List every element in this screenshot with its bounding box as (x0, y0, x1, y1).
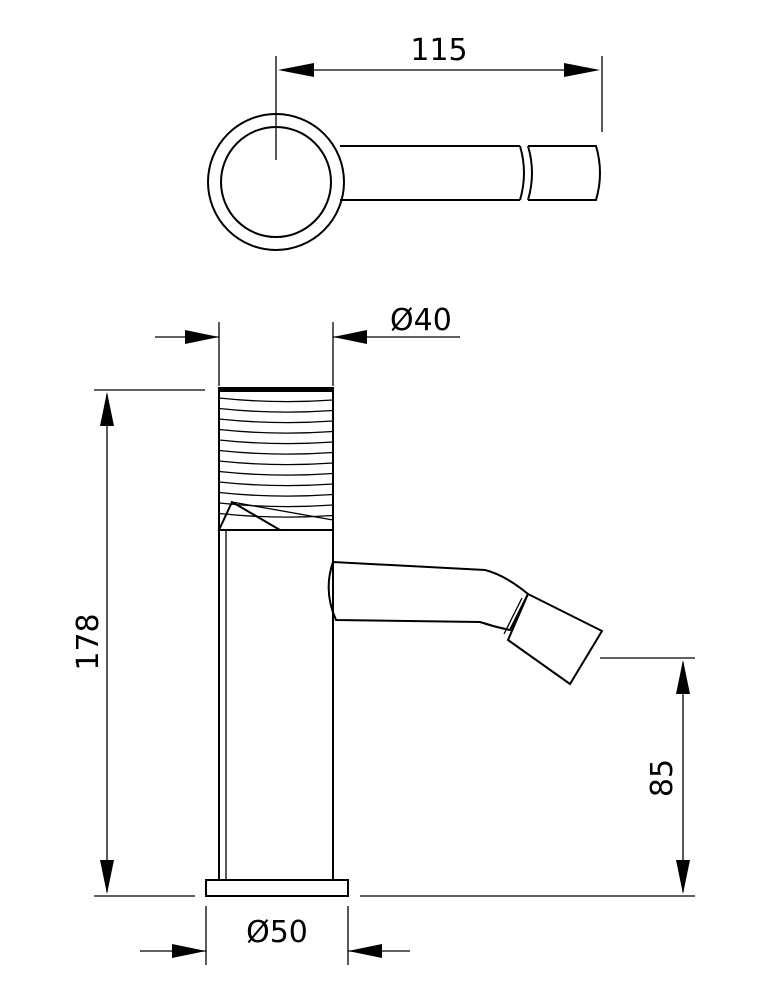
top-handle-arm (340, 145, 520, 201)
handle-rib (218, 407, 334, 413)
dimension-handle-length: 115 (275, 33, 603, 160)
tap-base (205, 879, 349, 897)
dimension-total-height: 178 (71, 389, 205, 897)
dim-base-diameter-label: Ø50 (246, 915, 308, 950)
dimension-spout-height: 85 (360, 657, 695, 897)
top-handle-tip (528, 145, 601, 201)
spout (327, 560, 604, 686)
dim-handle-length-label: 115 (410, 33, 467, 68)
top-ring-inner (220, 126, 332, 238)
dim-spout-height-label: 85 (645, 759, 680, 797)
handle-rib (218, 470, 334, 476)
tap-body (218, 529, 334, 880)
dimension-body-diameter: Ø40 (155, 303, 460, 386)
ribbed-handle (217, 387, 334, 531)
top-ring-outer (207, 113, 345, 251)
dim-body-diameter-label: Ø40 (390, 303, 452, 338)
front-view: Ø40 (71, 303, 695, 965)
handle-rib (218, 428, 334, 434)
handle-rib (218, 439, 334, 445)
handle-rib (218, 460, 334, 466)
handle-rib (218, 418, 334, 424)
dimension-base-diameter: Ø50 (140, 906, 410, 965)
handle-rib (218, 491, 334, 497)
handle-rib (218, 481, 334, 487)
handle-rib (218, 397, 334, 403)
dim-total-height-label: 178 (71, 613, 106, 670)
handle-rib (218, 449, 334, 455)
handle-rib (218, 512, 334, 518)
top-view: 115 (207, 33, 603, 251)
